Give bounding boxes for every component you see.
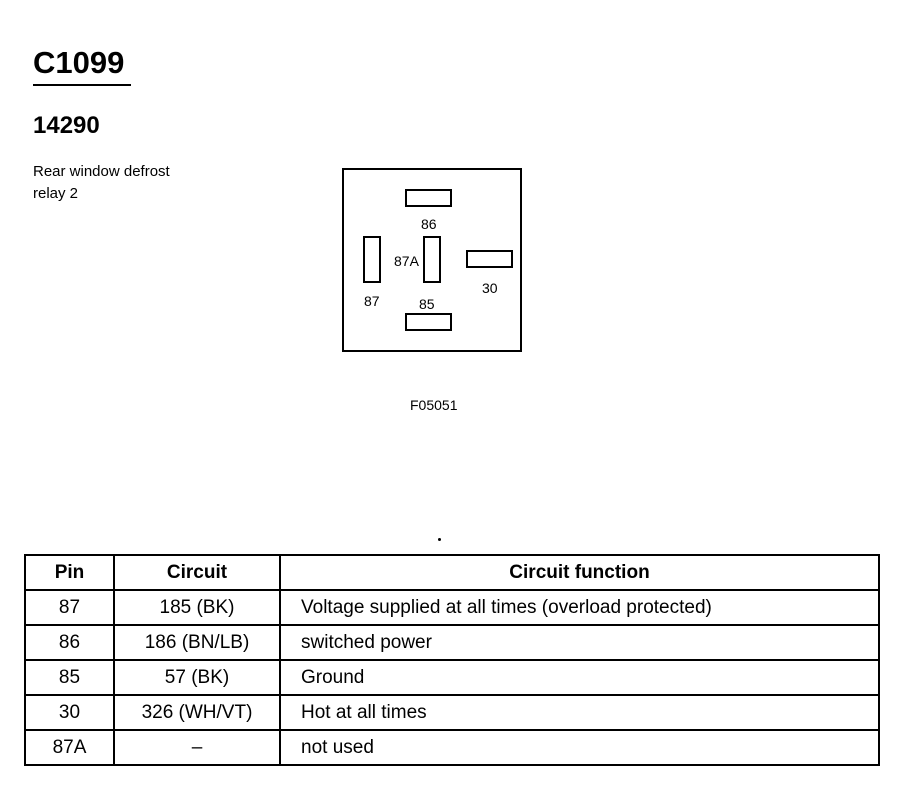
cell-circuit: 57 (BK)	[113, 659, 281, 696]
pin-30-terminal	[466, 250, 513, 268]
table-row: 87A – not used	[24, 729, 880, 766]
pin-87a-terminal	[423, 236, 441, 283]
cell-pin: 85	[24, 659, 115, 696]
relay-outline	[342, 168, 522, 352]
part-number: 14290	[33, 112, 100, 139]
description-line-2: relay 2	[33, 185, 79, 202]
pinout-table: Pin Circuit Circuit function 87 185 (BK)…	[24, 554, 880, 766]
cell-pin: 87	[24, 589, 115, 626]
cell-circuit: –	[113, 729, 281, 766]
cell-function: Ground	[279, 659, 880, 696]
cell-circuit: 185 (BK)	[113, 589, 281, 626]
cell-pin: 86	[24, 624, 115, 661]
cell-pin: 30	[24, 694, 115, 731]
pin-86-terminal	[405, 189, 452, 207]
pin-86-label: 86	[421, 216, 437, 232]
cell-pin: 87A	[24, 729, 115, 766]
cell-circuit: 326 (WH/VT)	[113, 694, 281, 731]
table-row: 30 326 (WH/VT) Hot at all times	[24, 694, 880, 731]
stray-mark	[438, 538, 441, 541]
pin-87-terminal	[363, 236, 381, 283]
cell-circuit: 186 (BN/LB)	[113, 624, 281, 661]
relay-pinout-diagram: 86 87A 30 87 85	[342, 168, 522, 352]
pin-85-terminal	[405, 313, 452, 331]
cell-function: not used	[279, 729, 880, 766]
pin-87-label: 87	[364, 293, 380, 309]
connector-description: Rear window defrost relay 2	[33, 161, 233, 205]
cell-function: switched power	[279, 624, 880, 661]
pin-30-label: 30	[482, 280, 498, 296]
cell-function: Voltage supplied at all times (overload …	[279, 589, 880, 626]
header-pin: Pin	[24, 554, 115, 591]
table-row: 86 186 (BN/LB) switched power	[24, 624, 880, 661]
pin-87a-label: 87A	[394, 253, 420, 269]
cell-function: Hot at all times	[279, 694, 880, 731]
connector-id: C1099	[33, 45, 125, 80]
header-circuit: Circuit	[113, 554, 281, 591]
pin-85-label: 85	[419, 296, 435, 312]
figure-code: F05051	[410, 397, 458, 413]
table-row: 87 185 (BK) Voltage supplied at all time…	[24, 589, 880, 626]
table-header-row: Pin Circuit Circuit function	[24, 554, 880, 591]
table-row: 85 57 (BK) Ground	[24, 659, 880, 696]
description-line-1: Rear window defrost	[33, 163, 170, 180]
header-circuit-function: Circuit function	[279, 554, 880, 591]
connector-id-underline	[33, 84, 131, 86]
